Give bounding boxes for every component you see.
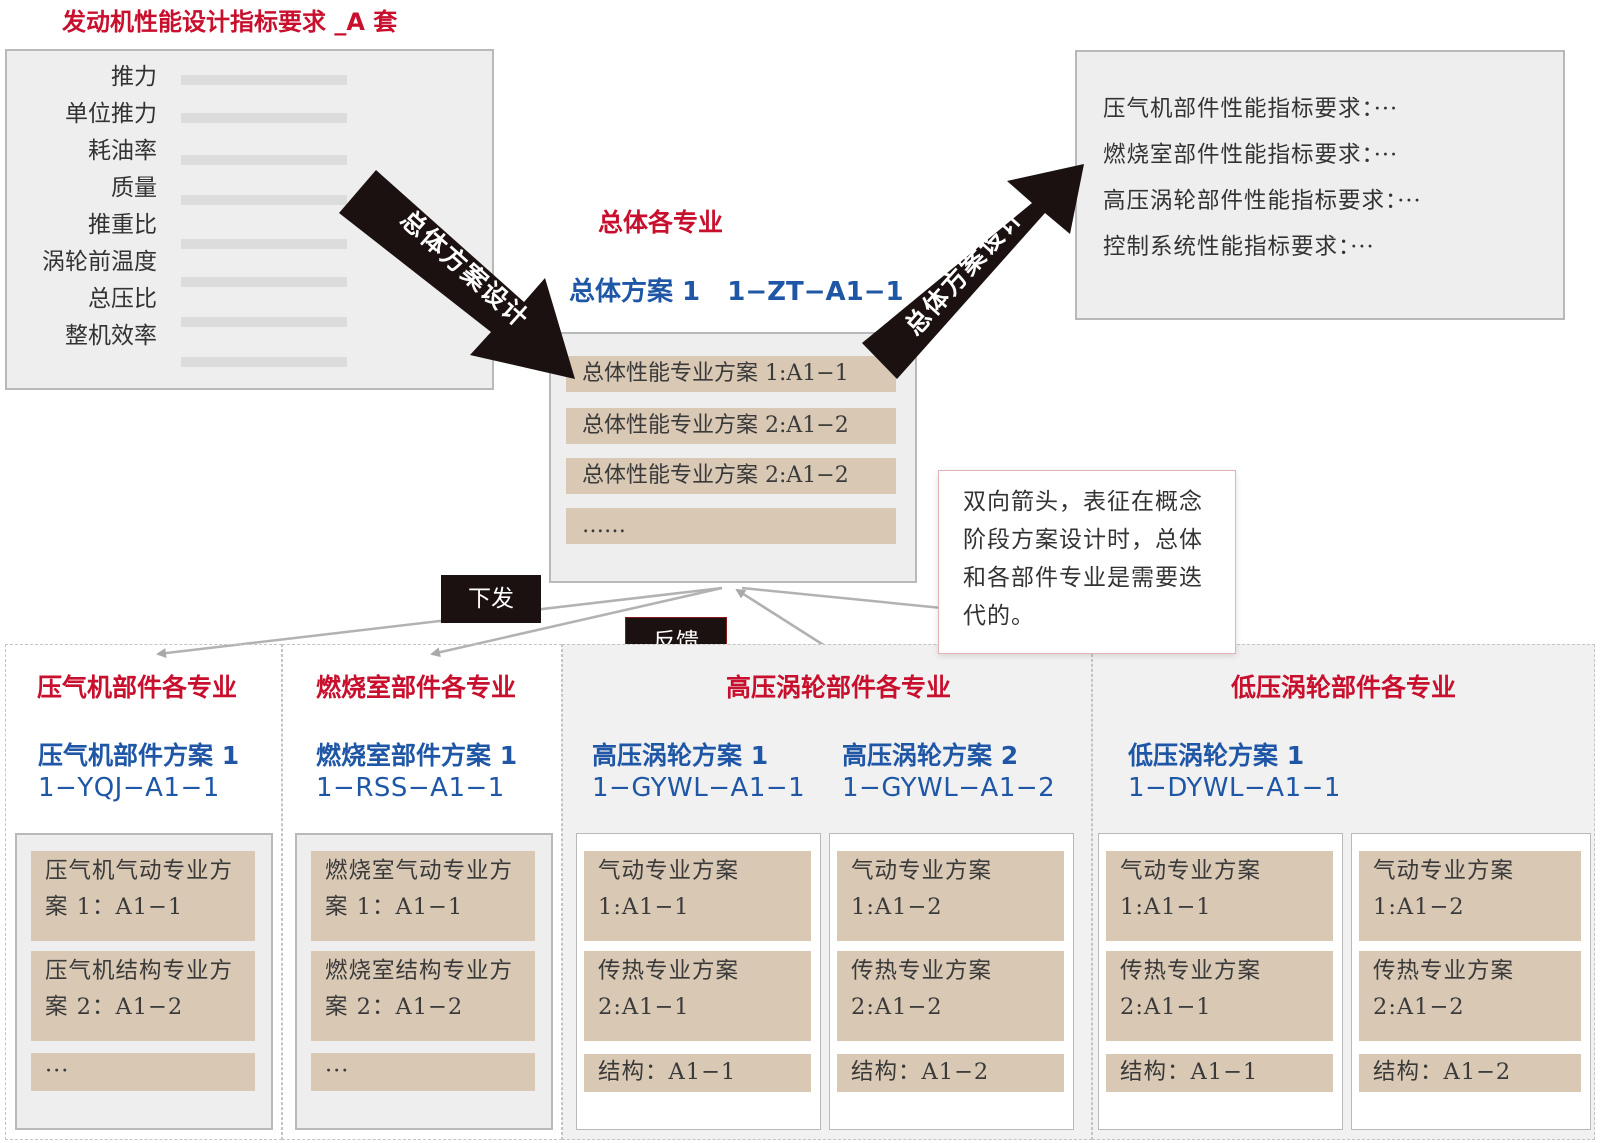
spec-value-bar xyxy=(181,155,347,165)
spec-value-bar xyxy=(181,357,347,367)
panel-dywl-heading: 低压涡轮部件各专业 xyxy=(1231,673,1457,702)
panel-dywl-row: 气动专业方案 1:A1−2 xyxy=(1359,851,1581,941)
panel-rss-plan: 燃烧室部件方案 1 xyxy=(316,741,518,770)
panel-gywl-row: 结构：A1−2 xyxy=(837,1054,1064,1092)
panel-rss-row: 燃烧室气动专业方案 1：A1−1 xyxy=(311,851,535,941)
center-plan-row: …… xyxy=(566,508,896,544)
panel-gywl-row: 传热专业方案 2:A1−2 xyxy=(837,951,1064,1041)
panel-yqj-frame xyxy=(5,644,282,1140)
panel-gywl-plan1: 高压涡轮方案 1 xyxy=(592,741,769,770)
center-plan-row: 总体性能专业方案 2:A1−2 xyxy=(566,408,896,444)
spec-value-bar xyxy=(181,317,347,327)
panel-gywl-plan2: 高压涡轮方案 2 xyxy=(842,741,1019,770)
arrow-left-big xyxy=(339,170,575,379)
panel-rss-row: 燃烧室结构专业方案 2：A1−2 xyxy=(311,951,535,1041)
panel-gywl-row: 结构：A1−1 xyxy=(584,1054,811,1092)
spec-label: 单位推力 xyxy=(65,101,157,127)
spec-label: 涡轮前温度 xyxy=(42,249,157,275)
spec-value-bar xyxy=(181,277,347,287)
panel-dywl-row: 气动专业方案 1:A1−1 xyxy=(1106,851,1333,941)
spec-label: 推重比 xyxy=(88,212,157,238)
connector-arrows xyxy=(156,586,1300,660)
spec-label: 质量 xyxy=(111,175,157,201)
panel-gywl-code2: 1−GYWL−A1−2 xyxy=(842,773,1056,803)
requirement-item: 压气机部件性能指标要求：··· xyxy=(1103,96,1399,122)
panel-yqj-plan: 压气机部件方案 1 xyxy=(38,741,240,770)
panel-rss-heading: 燃烧室部件各专业 xyxy=(316,673,517,702)
requirement-item: 控制系统性能指标要求：··· xyxy=(1103,234,1375,260)
arrow-to-yqj xyxy=(156,586,723,659)
spec-label: 总压比 xyxy=(88,286,157,312)
requirement-item: 高压涡轮部件性能指标要求：··· xyxy=(1103,188,1422,214)
big-arrow-icon xyxy=(339,170,575,379)
panel-gywl-heading: 高压涡轮部件各专业 xyxy=(726,673,952,702)
spec-value-bar xyxy=(181,75,347,85)
big-arrow-icon xyxy=(862,164,1084,379)
panel-dywl-row: 结构：A1−2 xyxy=(1359,1054,1581,1092)
center-plan-row: 总体性能专业方案 1:A1−1 xyxy=(566,356,896,392)
panel-gywl-box2: 气动专业方案 1:A1−2 传热专业方案 2:A1−2 结构：A1−2 xyxy=(829,833,1074,1130)
panel-gywl-row: 传热专业方案 2:A1−1 xyxy=(584,951,811,1041)
panel-rss-box: 燃烧室气动专业方案 1：A1−1 燃烧室结构专业方案 2：A1−2 ··· xyxy=(295,833,553,1130)
spec-label: 整机效率 xyxy=(65,323,157,349)
spec-value-bar xyxy=(181,113,347,123)
panel-gywl-code1: 1−GYWL−A1−1 xyxy=(592,773,806,803)
panel-dywl-box1: 气动专业方案 1:A1−1 传热专业方案 2:A1−1 结构：A1−1 xyxy=(1098,833,1343,1130)
arrow-right-big xyxy=(862,164,1084,379)
center-heading: 总体各专业 xyxy=(598,208,724,237)
center-plan: 总体方案 1 1−ZT−A1−1 xyxy=(569,277,904,307)
tag-down: 下发 xyxy=(441,575,541,623)
panel-yqj-heading: 压气机部件各专业 xyxy=(37,673,238,702)
panel-dywl-code: 1−DYWL−A1−1 xyxy=(1128,773,1341,803)
requirement-item: 燃烧室部件性能指标要求：··· xyxy=(1103,142,1399,168)
panel-dywl-row: 传热专业方案 2:A1−1 xyxy=(1106,951,1333,1041)
panel-gywl-row: 气动专业方案 1:A1−1 xyxy=(584,851,811,941)
panel-dywl-row: 结构：A1−1 xyxy=(1106,1054,1333,1092)
note-text: 双向箭头，表征在概念阶段方案设计时，总体和各部件专业是需要迭代的。 xyxy=(963,489,1203,629)
spec-label: 推力 xyxy=(111,64,157,90)
panel-rss-code: 1−RSS−A1−1 xyxy=(316,773,505,803)
panel-yqj-row: 压气机气动专业方案 1：A1−1 xyxy=(31,851,255,941)
panel-rss-frame xyxy=(282,644,562,1140)
diagram-title: 发动机性能设计指标要求 _A 套 xyxy=(62,8,398,36)
panel-yqj-row: 压气机结构专业方案 2：A1−2 xyxy=(31,951,255,1041)
panel-dywl-row: 传热专业方案 2:A1−2 xyxy=(1359,951,1581,1041)
spec-value-bar xyxy=(181,239,347,249)
arrow-to-rss xyxy=(430,586,723,658)
panel-gywl-box1: 气动专业方案 1:A1−1 传热专业方案 2:A1−1 结构：A1−1 xyxy=(576,833,821,1130)
panel-yqj-code: 1−YQJ−A1−1 xyxy=(38,773,220,803)
center-box: 总体性能专业方案 1:A1−1 总体性能专业方案 2:A1−2 总体性能专业方案… xyxy=(549,332,917,583)
note-box: 双向箭头，表征在概念阶段方案设计时，总体和各部件专业是需要迭代的。 xyxy=(938,470,1236,654)
spec-label: 耗油率 xyxy=(88,138,157,164)
panel-gywl-row: 气动专业方案 1:A1−2 xyxy=(837,851,1064,941)
panel-dywl-plan: 低压涡轮方案 1 xyxy=(1128,741,1305,770)
center-plan-row: 总体性能专业方案 2:A1−2 xyxy=(566,458,896,494)
requirements-box: 压气机部件性能指标要求：··· 燃烧室部件性能指标要求：··· 高压涡轮部件性能… xyxy=(1075,50,1565,320)
arrow-center-dywl xyxy=(741,586,943,610)
spec-value-bar xyxy=(181,195,347,205)
panel-dywl-box2: 气动专业方案 1:A1−2 传热专业方案 2:A1−2 结构：A1−2 xyxy=(1351,833,1591,1130)
panel-yqj-box: 压气机气动专业方案 1：A1−1 压气机结构专业方案 2：A1−2 ··· xyxy=(15,833,273,1130)
panel-rss-row: ··· xyxy=(311,1053,535,1091)
panel-yqj-row: ··· xyxy=(31,1053,255,1091)
